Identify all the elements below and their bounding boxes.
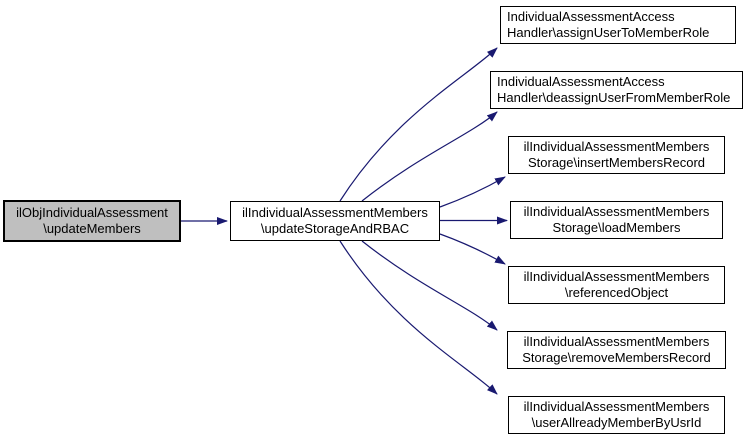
node-referencedObject[interactable]: ilIndividualAssessmentMembers\referenced… <box>508 266 725 304</box>
node-label-line: Storage\removeMembersRecord <box>522 350 711 365</box>
node-label-line: ilIndividualAssessmentMembers <box>523 204 710 219</box>
node-label-line: \updateStorageAndRBAC <box>260 221 410 236</box>
node-label-line: Handler\deassignUserFromMemberRole <box>497 90 731 105</box>
edge-updateStorageAndRBAC-to-userAllreadyMemberByUsrId <box>339 240 498 395</box>
edge-updateStorageAndRBAC-to-insertMembersRecord <box>439 176 506 208</box>
node-label-line: IndividualAssessmentAccess <box>507 9 675 24</box>
node-label-line: ilIndividualAssessmentMembers <box>523 334 710 349</box>
node-label-line: ilIndividualAssessmentMembers <box>523 139 710 154</box>
node-label-line: \updateMembers <box>43 221 141 236</box>
node-label-line: Handler\assignUserToMemberRole <box>507 25 710 40</box>
node-userAllreadyMemberByUsrId[interactable]: ilIndividualAssessmentMembers\userAllrea… <box>508 396 725 434</box>
node-label-line: ilIndividualAssessmentMembers <box>523 399 710 414</box>
edge-updateStorageAndRBAC-to-assignUserToMemberRole <box>339 47 498 202</box>
node-label-line: \referencedObject <box>564 285 669 300</box>
node-label-line: Storage\insertMembersRecord <box>527 155 706 170</box>
node-label-line: ilIndividualAssessmentMembers <box>242 205 428 220</box>
edge-updateStorageAndRBAC-to-referencedObject <box>439 233 506 265</box>
node-updateMembers[interactable]: ilObjIndividualAssessment\updateMembers <box>3 200 181 242</box>
node-label-line: Storage\loadMembers <box>552 220 681 235</box>
node-label-line: ilIndividualAssessmentMembers <box>523 269 710 284</box>
node-label-line: ilObjIndividualAssessment <box>16 205 168 220</box>
node-label-line: \userAllreadyMemberByUsrId <box>531 415 702 430</box>
edge-updateStorageAndRBAC-to-deassignUserFromMemberRole <box>361 111 498 202</box>
node-updateStorageAndRBAC[interactable]: ilIndividualAssessmentMembers\updateStor… <box>230 201 440 241</box>
edge-updateStorageAndRBAC-to-removeMembersRecord <box>361 240 498 331</box>
node-label-line: IndividualAssessmentAccess <box>497 74 665 89</box>
